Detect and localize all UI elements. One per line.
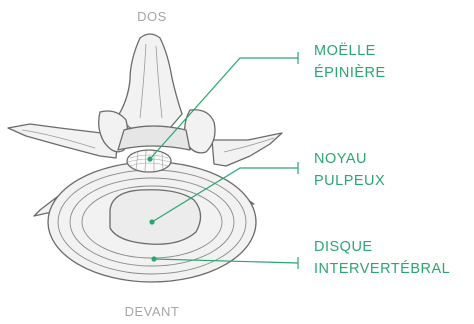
disc-label-line2: INTERVERTÉBRAL <box>314 260 450 277</box>
nucleus-label-line1: NOYAU <box>314 151 367 167</box>
spinal-cord-label-line2: ÉPINIÈRE <box>314 64 386 81</box>
spinal-cord-label-line1: MOËLLE <box>314 42 376 59</box>
back-caption: DOS <box>137 9 167 24</box>
vertebra-illustration <box>8 34 282 282</box>
spinous-process <box>118 34 182 128</box>
disc-label-line1: DISQUE <box>314 239 373 255</box>
right-transverse-process <box>212 133 282 166</box>
nucleus-pulposus <box>110 190 201 245</box>
front-caption: DEVANT <box>125 304 180 319</box>
nucleus-label-line2: PULPEUX <box>314 173 385 189</box>
